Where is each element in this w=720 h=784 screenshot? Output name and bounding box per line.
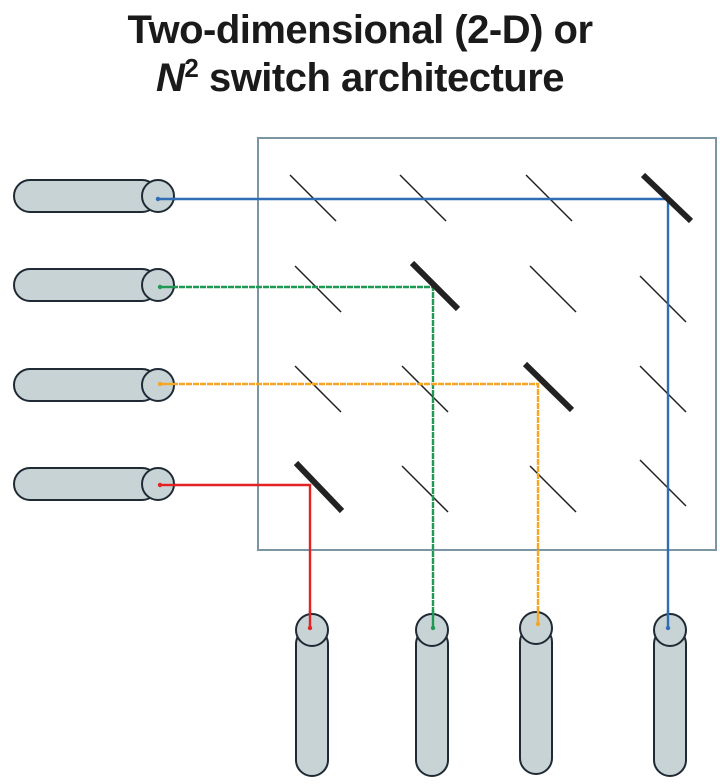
- active-mirror-r2-c2: [522, 361, 575, 413]
- title-variable: N: [155, 56, 185, 100]
- signal-path-orange: [158, 382, 540, 628]
- active-mirror-r3-c0: [293, 460, 345, 514]
- diagram-title: Two-dimensional (2-D) or N2 switch archi…: [0, 6, 720, 102]
- signal-path-red: [158, 483, 312, 632]
- mirror-r2-c0: [294, 365, 342, 413]
- input-path-stubs: [158, 197, 176, 487]
- output-fiber-3: [519, 606, 553, 775]
- passive-mirrors: [289, 174, 687, 513]
- mirror-r2-c1: [401, 365, 449, 413]
- mirror-r1-c3: [639, 275, 687, 323]
- output-fiber-4: [653, 610, 687, 777]
- active-mirrors: [293, 172, 694, 514]
- active-mirror-r0-c3: [640, 172, 694, 224]
- input-fiber-4: [13, 467, 175, 501]
- title-line-2: N2 switch architecture: [0, 54, 720, 102]
- input-fiber-3: [13, 368, 175, 402]
- input-fiber-2: [13, 268, 175, 302]
- mirror-r3-c1: [401, 465, 449, 513]
- switch-matrix-box: [257, 137, 717, 551]
- mirror-r2-c3: [639, 365, 687, 413]
- signal-path-green: [158, 285, 435, 632]
- active-mirror-r1-c1: [409, 260, 461, 312]
- title-rest: switch architecture: [198, 56, 565, 100]
- output-fiber-1: [295, 610, 329, 777]
- output-fibers: [295, 606, 687, 777]
- input-fibers: [13, 179, 175, 501]
- title-exponent: 2: [184, 53, 199, 83]
- title-line-1: Two-dimensional (2-D) or: [127, 8, 593, 52]
- mirror-r1-c2: [529, 265, 577, 313]
- input-fiber-1: [13, 179, 175, 213]
- mirror-r1-c0: [294, 265, 342, 313]
- mirror-r3-c3: [639, 459, 687, 507]
- output-fiber-2: [415, 610, 449, 777]
